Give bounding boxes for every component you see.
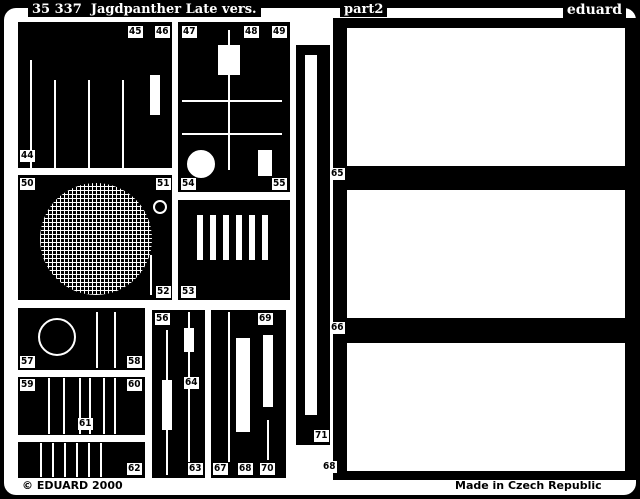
part-60a: [103, 378, 105, 434]
part-58a: [96, 312, 98, 368]
part-62b: [52, 443, 54, 477]
panel-53: [178, 200, 290, 300]
part-60b: [114, 378, 116, 434]
label-64: 64: [184, 377, 199, 389]
part-53a: [197, 215, 203, 260]
label-68-frame: 68: [322, 461, 337, 473]
label-49: 49: [272, 26, 287, 38]
part-59b: [63, 378, 65, 434]
panel-56-63-64: [152, 310, 205, 478]
part-62e: [88, 443, 90, 477]
part-55: [258, 150, 272, 176]
copyright: © EDUARD 2000: [22, 479, 123, 492]
label-47: 47: [182, 26, 197, 38]
label-48: 48: [244, 26, 259, 38]
label-61: 61: [78, 418, 93, 430]
label-58: 58: [127, 356, 142, 368]
set-code: 35 337: [32, 2, 82, 17]
label-67: 67: [213, 463, 228, 475]
label-53: 53: [181, 286, 196, 298]
part-47: [182, 100, 282, 102]
part-61b: [89, 378, 91, 434]
label-68: 68: [238, 463, 253, 475]
label-54: 54: [181, 178, 196, 190]
part-62a: [40, 443, 42, 477]
part-53c: [223, 215, 229, 260]
label-60: 60: [127, 379, 142, 391]
label-63: 63: [188, 463, 203, 475]
part-53d: [236, 215, 242, 260]
part-45c: [122, 80, 124, 168]
label-46: 46: [155, 26, 170, 38]
panel-62: [18, 442, 145, 478]
part-54: [187, 150, 215, 178]
label-69: 69: [258, 313, 273, 325]
part-68-frame: [339, 335, 633, 479]
part-46: [150, 75, 160, 115]
fret-title: 35 337 Jagdpanther Late vers.: [28, 2, 261, 17]
part-68: [236, 338, 250, 432]
label-70: 70: [260, 463, 275, 475]
label-71: 71: [314, 430, 329, 442]
part-56-rod: [166, 330, 168, 475]
part-70: [267, 420, 269, 460]
label-57: 57: [20, 356, 35, 368]
part-51: [153, 200, 167, 214]
part-69: [263, 335, 273, 407]
brand-logo: eduard: [562, 2, 626, 18]
part-62f: [100, 443, 102, 477]
part-53b: [210, 215, 216, 260]
part-71: [305, 55, 317, 415]
label-45: 45: [128, 26, 143, 38]
part-47b: [182, 133, 282, 135]
part-53f: [262, 215, 268, 260]
panel-57-58: [18, 308, 145, 370]
label-44: 44: [20, 150, 35, 162]
part-53e: [249, 215, 255, 260]
part-57: [38, 318, 76, 356]
part-66-frame: [339, 182, 633, 326]
part-44: [30, 60, 32, 168]
label-66: 66: [330, 322, 345, 334]
part-59a: [48, 378, 50, 434]
part-52: [150, 255, 152, 295]
label-65: 65: [330, 168, 345, 180]
label-51: 51: [156, 178, 171, 190]
part-67: [228, 312, 230, 462]
panel-44-46: [18, 22, 172, 168]
part-61a: [79, 378, 81, 434]
origin-text: Made in Czech Republic: [455, 479, 602, 492]
part-50-grille: [40, 183, 152, 295]
label-62: 62: [127, 463, 142, 475]
label-56: 56: [155, 313, 170, 325]
part-65-frame: [339, 20, 633, 174]
label-52: 52: [156, 286, 171, 298]
label-55: 55: [272, 178, 287, 190]
part-58b: [114, 312, 116, 368]
set-title: Jagdpanther Late vers.: [90, 2, 257, 17]
label-59: 59: [20, 379, 35, 391]
part-62d: [76, 443, 78, 477]
part-45a: [54, 80, 56, 168]
part-62c: [64, 443, 66, 477]
label-50: 50: [20, 178, 35, 190]
part-45b: [88, 80, 90, 168]
part-label: part2: [340, 2, 388, 17]
